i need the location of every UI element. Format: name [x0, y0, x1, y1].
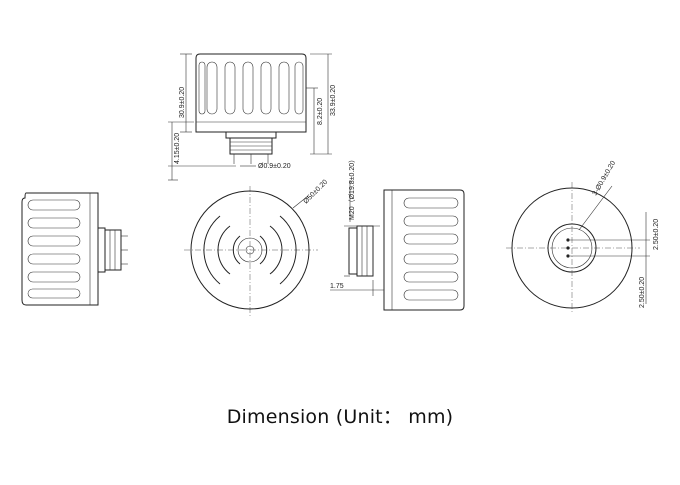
- body-grooves: [198, 61, 304, 115]
- dim-thread: M20（Ø19.8±0.20）: [348, 156, 356, 220]
- side-grooves: [27, 199, 81, 299]
- dim-height-total: 33.9±0.20: [330, 85, 337, 116]
- right-side-grooves: [403, 197, 459, 301]
- front-elevation-view: 30.9±0.20 4.15±0.20 33.9±0.20 8.2±0.20 Ø…: [168, 53, 337, 181]
- caption: Dimension (Unit： mm): [226, 406, 454, 428]
- thread-stub: [225, 131, 277, 164]
- dim-pin-length: 8.2±0.20: [317, 98, 324, 125]
- dim-base-offset: 4.15±0.20: [174, 133, 181, 164]
- dim-outer-diameter: Ø50±0.20: [302, 179, 329, 206]
- left-side-view: [21, 192, 128, 306]
- dim-pin-holes: 3-Ø0.9±0.20: [592, 160, 618, 197]
- dim-pin-spacing-top: 2.50±0.20: [653, 219, 660, 250]
- dim-flange-offset: 1.75: [330, 283, 344, 290]
- dim-pin-diameter: Ø0.9±0.20: [258, 163, 291, 170]
- rear-face-view: 3-Ø0.9±0.20 2.50±0.20 2.50±0.20: [506, 160, 660, 314]
- front-face-view: Ø50±0.20: [184, 179, 329, 316]
- right-side-view: M20（Ø19.8±0.20） 1.75: [330, 156, 465, 311]
- dim-pin-spacing-bottom: 2.50±0.20: [639, 277, 646, 308]
- dim-height-body: 30.9±0.20: [179, 87, 186, 118]
